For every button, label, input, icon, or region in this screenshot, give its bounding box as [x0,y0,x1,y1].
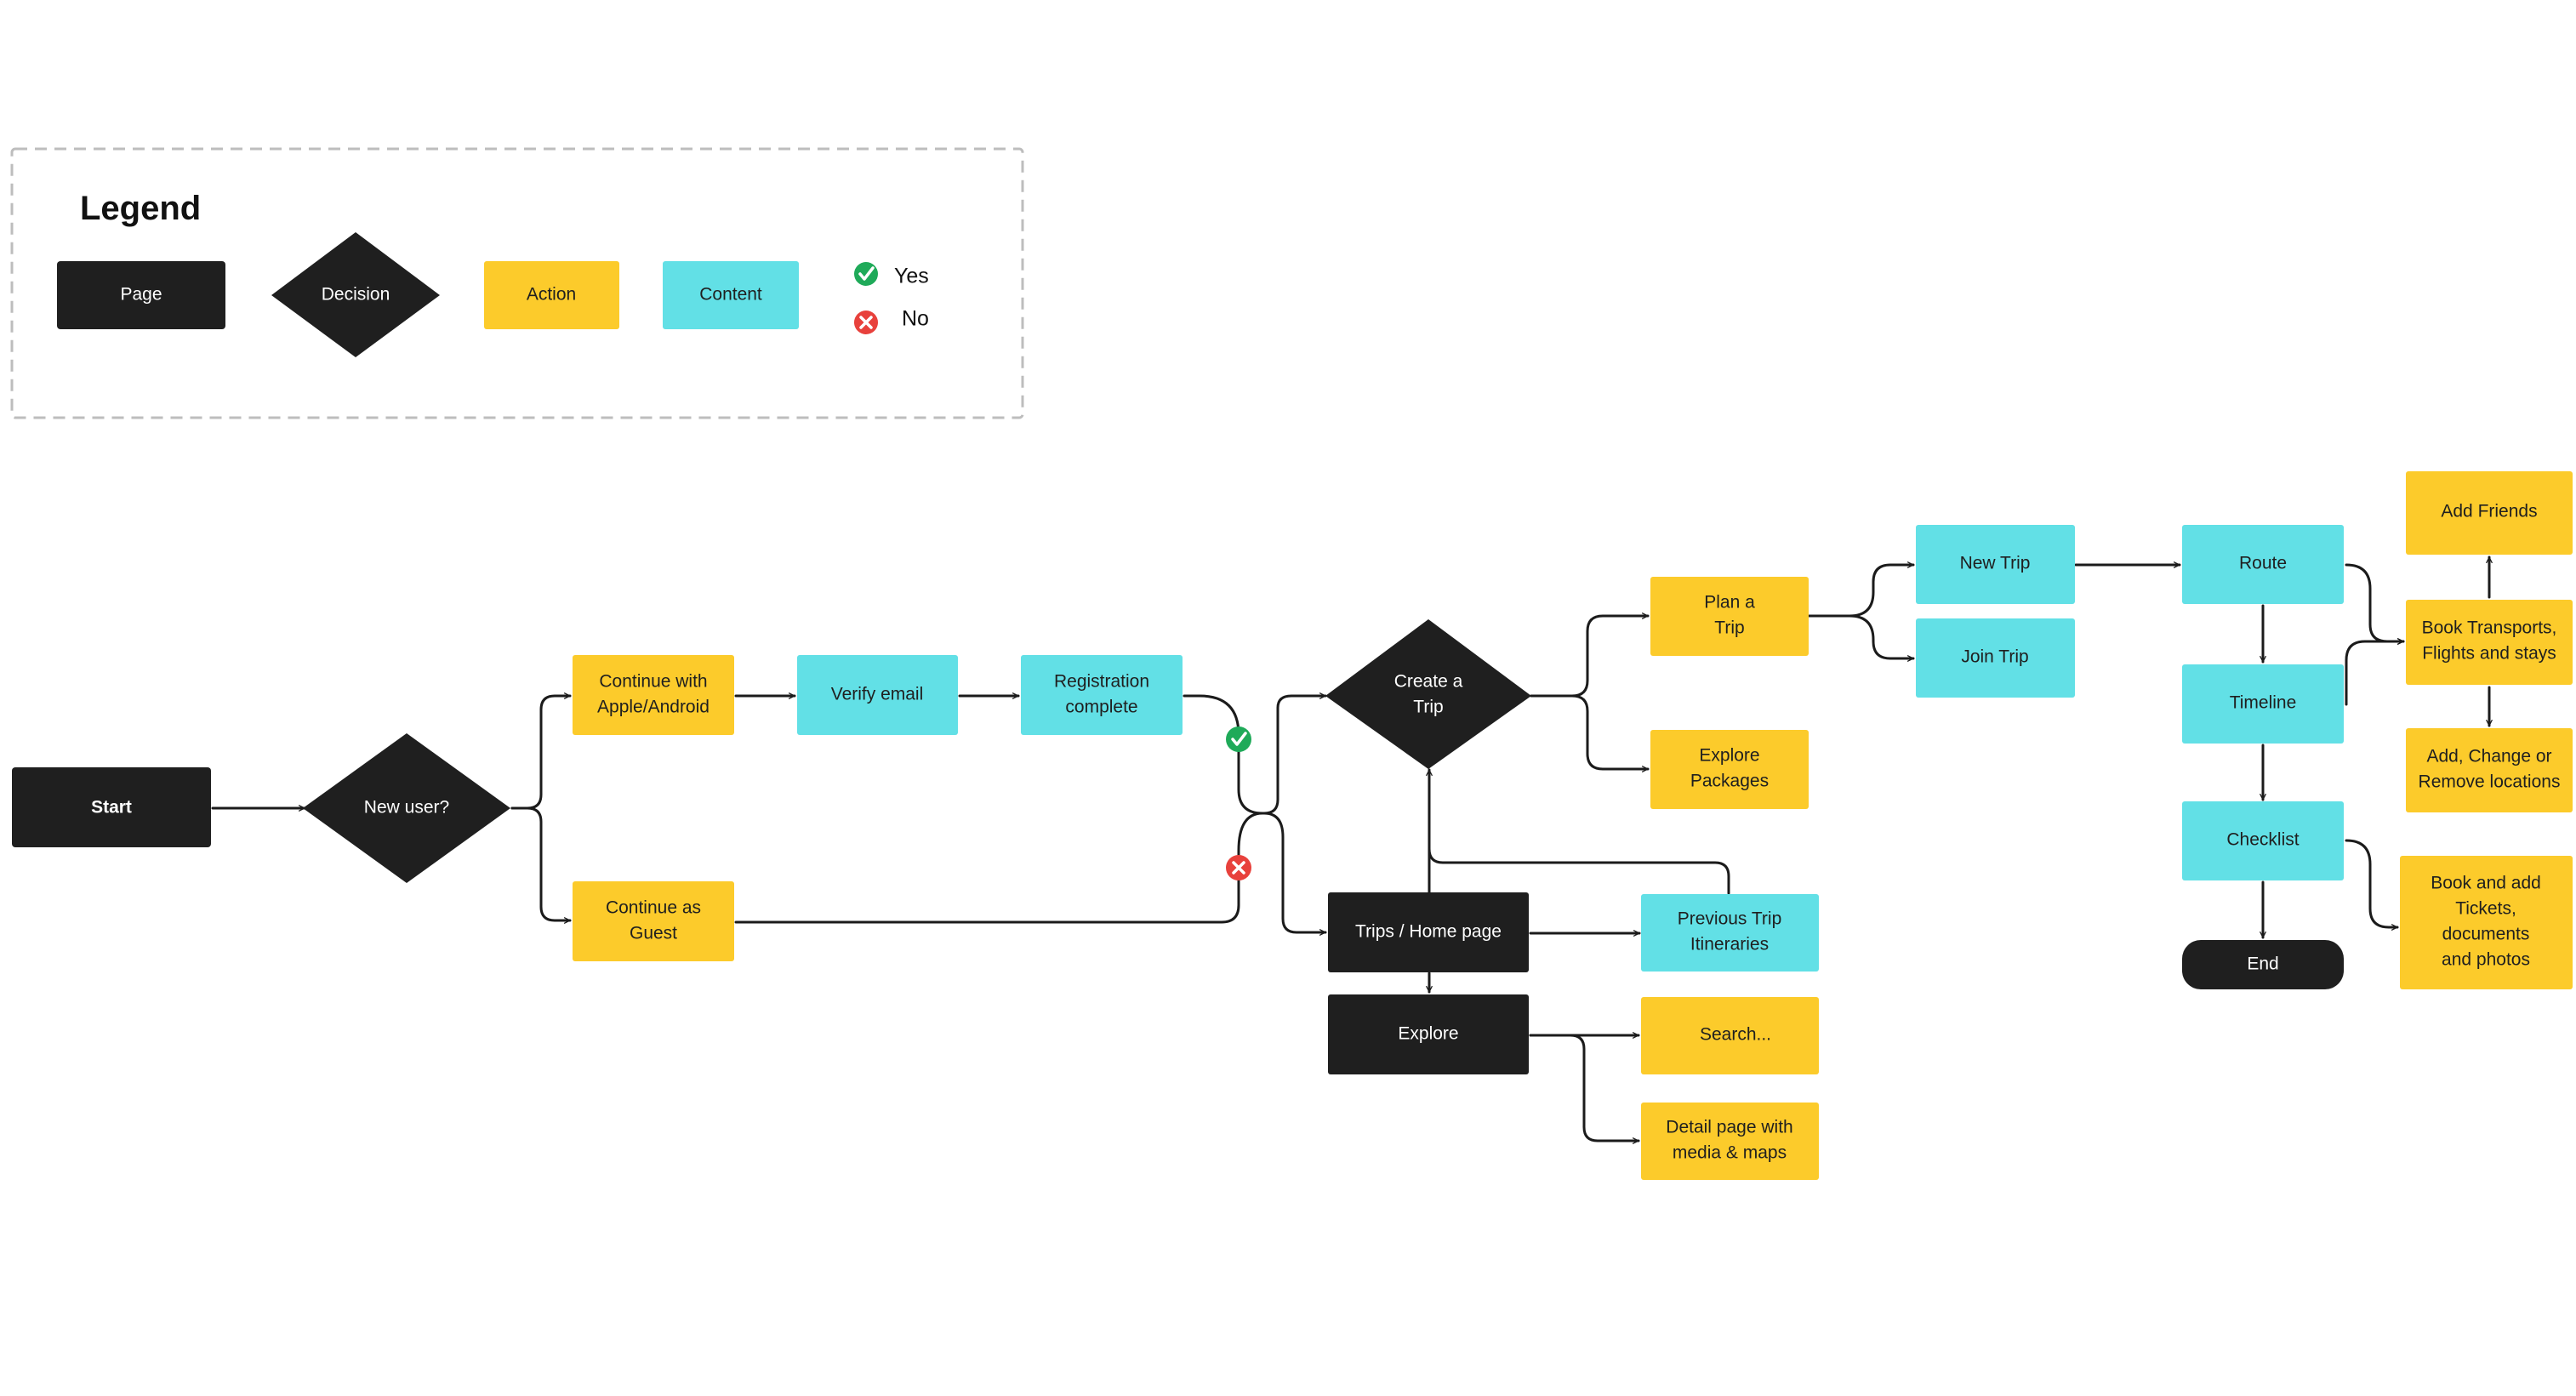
legend-frame [10,147,1024,419]
svg-text:Decision: Decision [322,285,390,305]
x-circle-icon [1226,855,1251,880]
svg-text:Route: Route [2239,554,2287,573]
node-add-friends: Add Friends [2406,471,2573,555]
svg-text:Previous Trip: Previous Trip [1678,909,1782,929]
node-previous-trip: Previous Trip Itineraries [1641,894,1819,972]
svg-text:Start: Start [91,798,132,818]
svg-text:media & maps: media & maps [1673,1143,1787,1163]
edge-plan-newtrip [1808,561,1915,618]
legend: Legend Page Decision Action Content Yes [10,147,1024,419]
svg-text:Add Friends: Add Friends [2441,502,2537,521]
svg-text:Page: Page [120,285,162,305]
node-book-transports: Book Transports, Flights and stays [2406,600,2573,685]
svg-text:complete: complete [1065,698,1137,717]
edge-guest-tripshome [734,812,1327,936]
svg-text:Join Trip: Join Trip [1961,647,2028,667]
legend-action: Action [484,261,619,329]
node-book-tickets: Book and add Tickets, documents and phot… [2400,856,2573,989]
svg-text:Detail page with: Detail page with [1666,1118,1792,1137]
svg-text:Registration: Registration [1054,672,1149,692]
svg-text:Timeline: Timeline [2230,693,2297,713]
legend-page: Page [57,261,225,329]
node-timeline: Timeline [2182,664,2344,744]
svg-text:Remove locations: Remove locations [2419,772,2561,792]
node-start: Start [12,767,211,847]
svg-text:Content: Content [699,285,762,305]
node-checklist: Checklist [2182,801,2344,880]
svg-text:Trips / Home page: Trips / Home page [1355,922,1502,942]
decision-create-trip: Create a Trip [1325,619,1531,769]
edge-checklist-booktickets [2345,839,2399,931]
svg-text:No: No [902,307,929,331]
svg-text:End: End [2247,954,2278,974]
node-registration-complete: Registration complete [1021,655,1183,735]
svg-text:Trip: Trip [1413,698,1443,717]
svg-text:Packages: Packages [1690,772,1769,791]
svg-text:documents: documents [2442,925,2530,944]
node-plan-trip: Plan a Trip [1650,577,1809,656]
edge-timeline-booktransports [2345,638,2405,706]
legend-no: No [854,307,929,334]
edge-createtrip-packages [1530,694,1650,772]
svg-text:Plan a: Plan a [1704,593,1755,613]
svg-text:New Trip: New Trip [1960,554,2031,573]
legend-decision: Decision [271,232,440,357]
svg-text:Guest: Guest [630,924,677,943]
edge-newuser-apple [510,692,572,810]
svg-text:Itineraries: Itineraries [1690,935,1769,954]
edge-previoustrip-createtrip [1428,847,1730,895]
nodes: Start New user? Continue with Apple/Andr… [12,471,2573,1180]
svg-text:and photos: and photos [2442,950,2530,970]
node-add-change-remove: Add, Change or Remove locations [2406,728,2573,812]
svg-text:Search...: Search... [1700,1025,1771,1045]
svg-text:Continue as: Continue as [606,898,701,918]
svg-text:Apple/Android: Apple/Android [597,698,710,717]
edge-explore-detail [1529,1034,1640,1144]
legend-content: Content [663,261,799,329]
svg-text:Flights and stays: Flights and stays [2422,644,2556,664]
edge-newuser-guest [510,806,572,924]
svg-text:Explore: Explore [1699,746,1759,766]
node-detail-page: Detail page with media & maps [1641,1103,1819,1180]
legend-yes: Yes [854,262,929,288]
svg-text:Trip: Trip [1714,618,1744,638]
check-circle-icon [1226,726,1251,752]
node-continue-apple: Continue with Apple/Android [573,655,734,735]
svg-text:Create a: Create a [1394,672,1463,692]
node-end: End [2182,940,2344,989]
edge-route-booktransports [2345,563,2405,645]
edge-createtrip-plan [1530,613,1650,698]
node-explore: Explore [1328,994,1529,1074]
svg-text:Continue with: Continue with [599,672,707,692]
node-join-trip: Join Trip [1916,618,2075,698]
edge-plan-jointrip [1808,614,1915,662]
svg-text:New user?: New user? [364,798,449,818]
node-verify-email: Verify email [797,655,958,735]
connectors [211,556,2493,1144]
svg-text:Book and add: Book and add [2431,874,2541,893]
svg-text:Book Transports,: Book Transports, [2422,618,2557,638]
node-continue-guest: Continue as Guest [573,881,734,961]
svg-text:Explore: Explore [1398,1024,1458,1044]
svg-text:Tickets,: Tickets, [2455,899,2516,919]
node-explore-packages: Explore Packages [1650,730,1809,809]
svg-text:Verify email: Verify email [831,685,924,704]
svg-text:Add, Change or: Add, Change or [2426,747,2551,766]
decision-new-user: New user? [303,733,510,883]
svg-text:Action: Action [527,285,576,305]
node-trips-home: Trips / Home page [1328,892,1529,972]
legend-title: Legend [80,190,201,227]
node-search: Search... [1641,997,1819,1074]
edge-registration-createtrip [1183,692,1327,815]
node-route: Route [2182,525,2344,604]
svg-text:Checklist: Checklist [2226,830,2299,850]
node-new-trip: New Trip [1916,525,2075,604]
svg-text:Yes: Yes [894,265,929,288]
x-circle-icon [854,311,878,334]
check-circle-icon [854,262,878,286]
